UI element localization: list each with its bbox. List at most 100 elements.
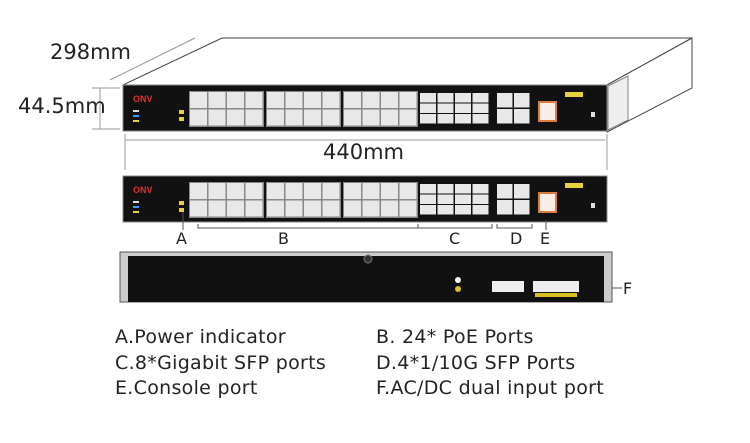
sfp-port: [437, 184, 454, 194]
sfp-port: [472, 93, 489, 103]
sfp-10g-port: [497, 200, 513, 215]
callout-a: A: [176, 229, 187, 248]
sfp-10g-port: [514, 93, 530, 108]
dc-input-terminal: [533, 281, 579, 292]
rj45-poe-port: [381, 92, 398, 108]
ground-indicator: [455, 286, 461, 292]
rj45-poe-port: [208, 92, 226, 108]
led-legend: [133, 201, 139, 203]
sfp-port: [472, 103, 489, 113]
reset-button: [591, 112, 595, 117]
rj45-poe-port: [322, 200, 340, 217]
rj45-poe-port: [190, 183, 207, 199]
rj45-poe-port: [304, 109, 321, 126]
power-led: [179, 208, 184, 212]
rj45-poe-port: [190, 200, 207, 217]
ac-input-terminal: [492, 281, 524, 292]
legend-b: B. 24* PoE Ports: [376, 326, 534, 348]
width-dimension: 440mm: [323, 140, 404, 164]
rj45-poe-port: [227, 92, 244, 108]
sfp-port: [455, 103, 471, 113]
rear-panel: [128, 256, 604, 302]
rj45-poe-port: [267, 183, 284, 199]
rj45-poe-port: [285, 200, 303, 217]
rj45-poe-port: [267, 109, 284, 126]
dc-input-label-band: [535, 293, 577, 297]
legend-c: C.8*Gigabit SFP ports: [115, 352, 327, 374]
led-legend: [133, 115, 139, 117]
callout-f: F: [623, 279, 633, 298]
switch-top-face: [122, 37, 693, 86]
brand-logo: ONV: [133, 94, 153, 104]
reset-button: [591, 203, 595, 208]
rj45-poe-port: [190, 109, 207, 126]
depth-dimension: 298mm: [50, 40, 131, 64]
rj45-poe-port: [208, 200, 226, 217]
rj45-poe-port: [245, 109, 263, 126]
rj45-poe-port: [381, 183, 398, 199]
callout-c: C: [449, 229, 461, 248]
model-label: [565, 92, 583, 97]
rj45-poe-port: [227, 200, 244, 217]
rj45-poe-port: [381, 109, 398, 126]
rj45-poe-port: [267, 92, 284, 108]
sfp-port: [437, 205, 454, 215]
rj45-poe-port: [190, 92, 207, 108]
rj45-poe-port: [344, 92, 361, 108]
legend-a: A.Power indicator: [115, 326, 286, 348]
rj45-poe-port: [362, 200, 380, 217]
brand-logo: ONV: [133, 185, 153, 195]
console-port-inner: [540, 194, 555, 211]
sfp-port: [472, 184, 489, 194]
rj45-poe-port: [381, 200, 398, 217]
rj45-poe-port: [208, 109, 226, 126]
power-led: [179, 201, 184, 205]
rj45-poe-port: [208, 183, 226, 199]
sfp-10g-port: [514, 200, 530, 215]
sfp-port: [472, 114, 489, 124]
rj45-poe-port: [399, 92, 417, 108]
sfp-10g-port: [497, 184, 513, 199]
rj45-poe-port: [245, 92, 263, 108]
rj45-poe-port: [245, 183, 263, 199]
rj45-poe-port: [399, 200, 417, 217]
sfp-10g-port: [514, 109, 530, 124]
rj45-poe-port: [362, 109, 380, 126]
sfp-10g-port: [497, 93, 513, 108]
sfp-port: [437, 194, 454, 204]
rj45-poe-port: [227, 109, 244, 126]
sfp-port: [420, 114, 436, 124]
legend-e: E.Console port: [115, 377, 258, 399]
console-port-inner: [540, 103, 555, 120]
led-legend: [133, 110, 139, 112]
rj45-poe-port: [344, 183, 361, 199]
rj45-poe-port: [362, 183, 380, 199]
rj45-poe-port: [285, 183, 303, 199]
sfp-port: [455, 205, 471, 215]
rj45-poe-port: [322, 109, 340, 126]
sfp-port: [472, 205, 489, 215]
rj45-poe-port: [322, 92, 340, 108]
power-led: [179, 110, 184, 114]
rj45-poe-port: [322, 183, 340, 199]
led-legend: [133, 211, 139, 213]
rj45-poe-port: [399, 109, 417, 126]
ground-terminal: [455, 277, 461, 283]
height-dimension: 44.5mm: [18, 94, 106, 118]
sfp-port: [437, 103, 454, 113]
rj45-poe-port: [344, 200, 361, 217]
sfp-10g-port: [514, 184, 530, 199]
power-led: [179, 117, 184, 121]
callout-b: B: [278, 229, 289, 248]
mounting-ear: [607, 75, 629, 131]
model-label: [565, 183, 583, 188]
sfp-port: [455, 194, 471, 204]
led-legend: [133, 120, 139, 122]
rj45-poe-port: [399, 183, 417, 199]
sfp-port: [472, 194, 489, 204]
rj45-poe-port: [285, 92, 303, 108]
led-legend: [133, 206, 139, 208]
rj45-poe-port: [285, 109, 303, 126]
rj45-poe-port: [227, 183, 244, 199]
